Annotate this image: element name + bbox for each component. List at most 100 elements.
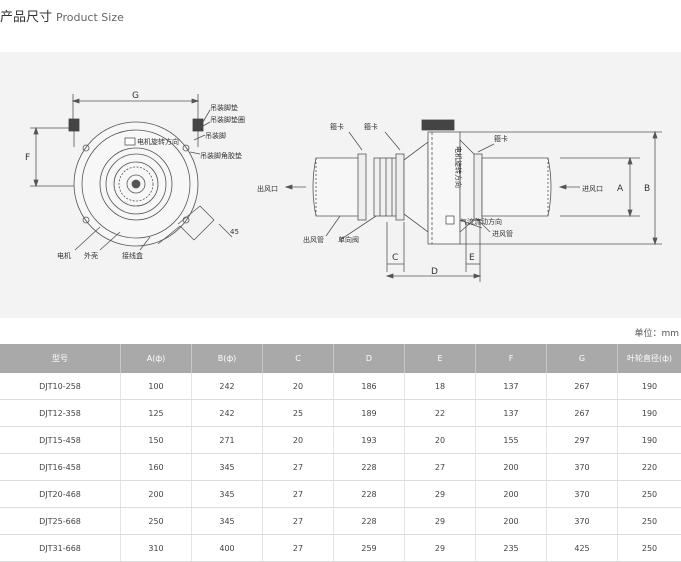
col-header-c: C	[263, 344, 334, 373]
cell-b: 345	[192, 508, 263, 535]
label-check-valve: 单向阀	[338, 235, 359, 244]
table-row: DJT25-668 250 345 27 228 29 200 370 250	[0, 508, 681, 535]
dim-g-label: G	[132, 91, 139, 101]
cell-model: DJT25-668	[0, 508, 121, 535]
cell-g: 370	[547, 454, 618, 481]
cell-a: 200	[121, 481, 192, 508]
label-airflow-direction: 气流流动方向	[460, 217, 502, 226]
dim-b-label: B	[644, 184, 650, 194]
cell-a: 310	[121, 535, 192, 562]
cell-c: 27	[263, 454, 334, 481]
cell-model: DJT16-458	[0, 454, 121, 481]
label-outlet-pipe: 出风管	[303, 235, 324, 244]
cell-d: 193	[334, 427, 405, 454]
label-inlet-pipe: 进风管	[492, 229, 513, 238]
label-hanger-foot: 吊装脚	[205, 131, 226, 140]
table-row: DJT16-458 160 345 27 228 27 200 370 220	[0, 454, 681, 481]
cell-g: 267	[547, 400, 618, 427]
cell-g: 267	[547, 373, 618, 400]
label-motor: 电机	[57, 251, 71, 260]
cell-f: 200	[476, 508, 547, 535]
table-row: DJT15-458 150 271 20 193 20 155 297 190	[0, 427, 681, 454]
section-title-en: Product Size	[56, 11, 124, 24]
technical-drawing: G F 45 吊装脚垫 吊装脚垫圈 吊装脚 吊装脚角胶垫 电机旋转方向 电机 外…	[0, 52, 681, 318]
cell-a: 160	[121, 454, 192, 481]
cell-f: 137	[476, 400, 547, 427]
cell-d: 259	[334, 535, 405, 562]
cell-impeller: 190	[618, 373, 681, 400]
cell-c: 20	[263, 373, 334, 400]
table-row: DJT20-468 200 345 27 228 29 200 370 250	[0, 481, 681, 508]
col-header-model: 型号	[0, 344, 121, 373]
dim-f-label: F	[25, 153, 30, 163]
table-row: DJT12-358 125 242 25 189 22 137 267 190	[0, 400, 681, 427]
cell-b: 345	[192, 481, 263, 508]
cell-g: 370	[547, 481, 618, 508]
cell-b: 242	[192, 373, 263, 400]
cell-e: 22	[405, 400, 476, 427]
cell-model: DJT15-458	[0, 427, 121, 454]
dim-45-label: 45	[230, 228, 239, 236]
cell-impeller: 220	[618, 454, 681, 481]
cell-f: 200	[476, 481, 547, 508]
table-row: DJT10-258 100 242 20 186 18 137 267 190	[0, 373, 681, 400]
dim-d-label: D	[431, 267, 438, 277]
section-title: 产品尺寸 Product Size	[0, 6, 124, 28]
cell-e: 18	[405, 373, 476, 400]
cell-a: 250	[121, 508, 192, 535]
label-motor-rotation-side: 电机旋转方向	[454, 146, 463, 188]
col-header-f: F	[476, 344, 547, 373]
label-inlet: 进风口	[582, 185, 603, 193]
cell-c: 27	[263, 535, 334, 562]
cell-model: DJT20-468	[0, 481, 121, 508]
cell-d: 189	[334, 400, 405, 427]
dim-a-label: A	[617, 184, 624, 194]
col-header-a: A(ф)	[121, 344, 192, 373]
label-motor-rotation-front: 电机旋转方向	[137, 137, 179, 146]
spec-table: 型号 A(ф) B(ф) C D E F G 叶轮直径(ф) DJT10-258…	[0, 344, 681, 562]
cell-impeller: 190	[618, 400, 681, 427]
front-view	[30, 94, 232, 250]
dim-e-label: E	[469, 253, 475, 263]
cell-g: 297	[547, 427, 618, 454]
cell-a: 125	[121, 400, 192, 427]
cell-c: 27	[263, 481, 334, 508]
cell-d: 228	[334, 508, 405, 535]
cell-e: 20	[405, 427, 476, 454]
cell-e: 27	[405, 454, 476, 481]
cell-d: 186	[334, 373, 405, 400]
cell-d: 228	[334, 481, 405, 508]
cell-d: 228	[334, 454, 405, 481]
cell-e: 29	[405, 481, 476, 508]
cell-b: 242	[192, 400, 263, 427]
cell-model: DJT12-358	[0, 400, 121, 427]
cell-model: DJT10-258	[0, 373, 121, 400]
col-header-e: E	[405, 344, 476, 373]
label-hanger-rubber: 吊装脚角胶垫	[200, 151, 242, 160]
label-hanger-pad: 吊装脚垫	[210, 103, 238, 112]
col-header-g: G	[547, 344, 618, 373]
cell-f: 200	[476, 454, 547, 481]
section-title-cn: 产品尺寸	[0, 10, 52, 25]
cell-e: 29	[405, 535, 476, 562]
col-header-impeller: 叶轮直径(ф)	[618, 344, 681, 373]
cell-c: 20	[263, 427, 334, 454]
table-header-row: 型号 A(ф) B(ф) C D E F G 叶轮直径(ф)	[0, 344, 681, 373]
cell-e: 29	[405, 508, 476, 535]
label-clamp-1: 箍卡	[330, 122, 344, 131]
cell-impeller: 250	[618, 535, 681, 562]
cell-f: 137	[476, 373, 547, 400]
table-row: DJT31-668 310 400 27 259 29 235 425 250	[0, 535, 681, 562]
cell-impeller: 250	[618, 508, 681, 535]
cell-f: 235	[476, 535, 547, 562]
cell-model: DJT31-668	[0, 535, 121, 562]
label-cable-box: 接线盒	[122, 251, 143, 260]
cell-impeller: 250	[618, 481, 681, 508]
cell-g: 370	[547, 508, 618, 535]
col-header-d: D	[334, 344, 405, 373]
label-clamp-2: 箍卡	[364, 122, 378, 131]
cell-impeller: 190	[618, 427, 681, 454]
cell-c: 27	[263, 508, 334, 535]
label-outlet: 出风口	[257, 184, 278, 193]
cell-b: 400	[192, 535, 263, 562]
